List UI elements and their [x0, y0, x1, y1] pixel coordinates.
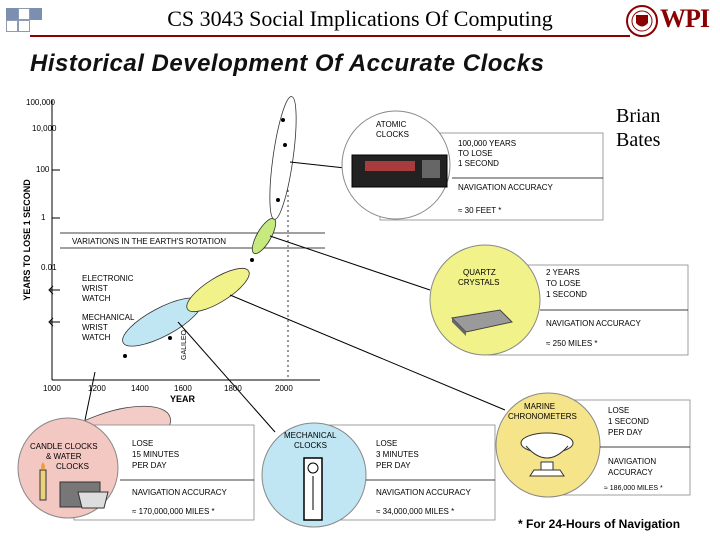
quartz-lose-2: TO LOSE	[546, 279, 581, 288]
mechanical-label-2: WRIST	[82, 323, 108, 332]
bullet-square	[18, 8, 30, 20]
header-title: CS 3043 Social Implications Of Computing	[167, 6, 553, 31]
candle-name-3: CLOCKS	[56, 462, 89, 471]
mech-name-1: MECHANICAL	[284, 431, 337, 440]
candle-name-2: & WATER	[46, 452, 82, 461]
marine-value: ≈ 186,000 MILES *	[604, 485, 663, 492]
x-tick: 1800	[224, 384, 242, 393]
x-axis-label: YEAR	[170, 394, 196, 404]
atomic-name-2: CLOCKS	[376, 130, 409, 139]
author-last: Bates	[616, 129, 661, 151]
mech-lose-1: LOSE	[376, 439, 397, 448]
atomic-lose-1: 100,000 YEARS	[458, 139, 516, 148]
quartz-name-2: CRYSTALS	[458, 278, 500, 287]
header-underline	[30, 35, 630, 37]
x-tick: 1400	[131, 384, 149, 393]
candle-nav: NAVIGATION ACCURACY	[132, 488, 227, 497]
marine-lose-2: 1 SECOND	[608, 417, 649, 426]
x-tick: 1000	[43, 384, 61, 393]
atomic-lose-3: 1 SECOND	[458, 159, 499, 168]
electronic-label-2: WRIST	[82, 284, 108, 293]
quartz-value: ≈ 250 MILES *	[546, 339, 598, 348]
bullet-square	[30, 8, 42, 20]
atomic-name-1: ATOMIC	[376, 120, 407, 129]
x-tick: 1600	[174, 384, 192, 393]
atomic-lose-2: TO LOSE	[458, 149, 493, 158]
marine-lose-1: LOSE	[608, 406, 629, 415]
y-axis-label: YEARS TO LOSE 1 SECOND	[22, 179, 32, 301]
mech-value: ≈ 34,000,000 MILES *	[376, 507, 454, 516]
electronic-label-1: ELECTRONIC	[82, 274, 134, 283]
marine-nav-2: ACCURACY	[608, 468, 654, 477]
mechanical-label-3: WATCH	[82, 333, 111, 342]
y-tick: 1	[41, 213, 46, 222]
atomic-value: ≈ 30 FEET *	[458, 206, 501, 215]
author-name: Brian Bates	[616, 104, 660, 152]
marine-nav-1: NAVIGATION	[608, 457, 656, 466]
y-tick: 10,000	[32, 124, 57, 133]
y-tick: 100	[36, 165, 50, 174]
candle-lose-1: LOSE	[132, 439, 153, 448]
quartz-ellipse	[251, 217, 277, 255]
galileo-label: GALILEO	[181, 329, 188, 360]
candle-lose-3: PER DAY	[132, 461, 167, 470]
candle-lose-2: 15 MINUTES	[132, 450, 179, 459]
y-tick: 100,000	[26, 98, 55, 107]
author-first: Brian	[616, 105, 661, 127]
marine-name-1: MARINE	[524, 402, 555, 411]
mech-nav: NAVIGATION ACCURACY	[376, 488, 471, 497]
bullet-square	[6, 20, 18, 32]
marine-lose-3: PER DAY	[608, 428, 643, 437]
electronic-label-3: WATCH	[82, 294, 111, 303]
marine-name-2: CHRONOMETERS	[508, 412, 577, 421]
candle-name-1: CANDLE CLOCKS	[30, 442, 98, 451]
wpi-seal-icon	[626, 5, 658, 37]
mech-lose-3: PER DAY	[376, 461, 411, 470]
clock-history-diagram: YEARS TO LOSE 1 SECOND YEAR 100,000 10,0…	[17, 96, 691, 528]
mech-name-2: CLOCKS	[294, 441, 327, 450]
mechanical-label-1: MECHANICAL	[82, 313, 135, 322]
quartz-lose-1: 2 YEARS	[546, 268, 580, 277]
atomic-ellipse	[269, 96, 297, 220]
x-tick: 1200	[88, 384, 106, 393]
quartz-lose-3: 1 SECOND	[546, 290, 587, 299]
footnote: * For 24-Hours of Navigation	[518, 517, 681, 531]
quartz-nav: NAVIGATION ACCURACY	[546, 319, 641, 328]
wpi-logo: WPI	[660, 4, 710, 33]
slide-title: Historical Development Of Accurate Clock…	[30, 50, 545, 77]
marine-ellipse	[186, 267, 250, 313]
atomic-nav: NAVIGATION ACCURACY	[458, 183, 553, 192]
rotation-label: VARIATIONS IN THE EARTH'S ROTATION	[72, 237, 226, 246]
mech-lose-2: 3 MINUTES	[376, 450, 419, 459]
bullet-square	[6, 8, 18, 20]
quartz-name-1: QUARTZ	[463, 268, 496, 277]
x-tick: 2000	[275, 384, 293, 393]
bullet-square	[18, 20, 30, 32]
y-tick: 0.01	[41, 263, 57, 272]
candle-value: ≈ 170,000,000 MILES *	[132, 507, 215, 516]
